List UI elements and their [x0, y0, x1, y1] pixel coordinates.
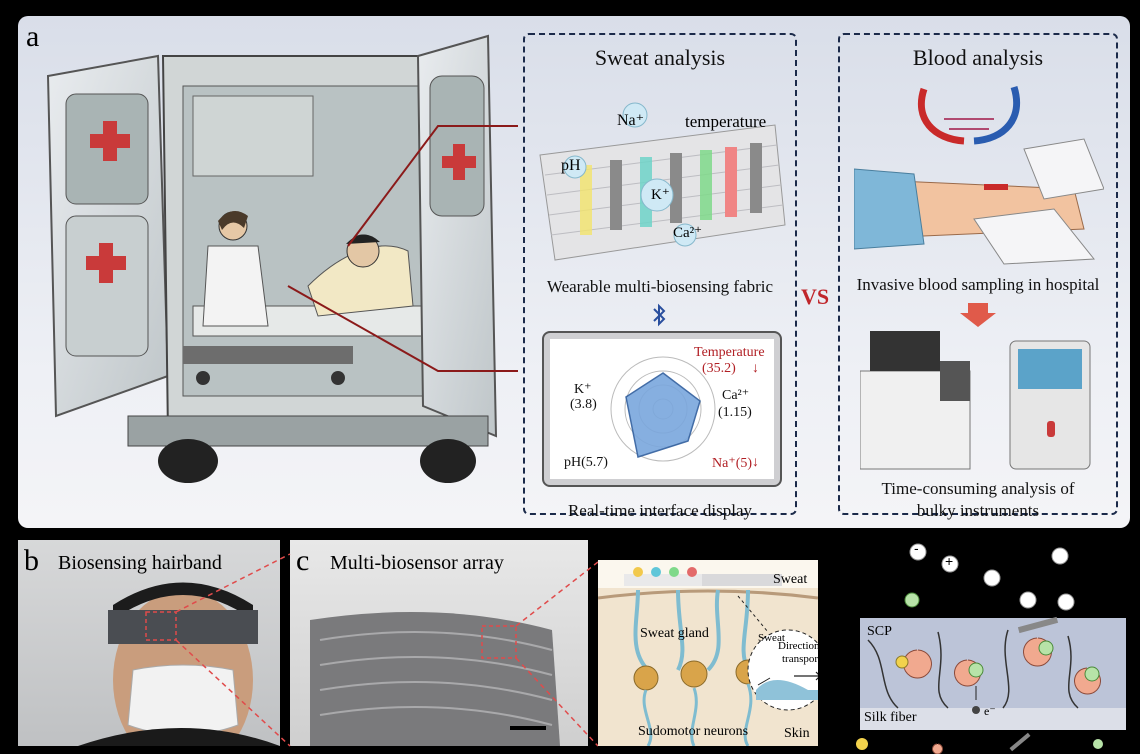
sweat-gland-label: Sweat gland — [640, 626, 709, 641]
down-arrow-icon — [960, 303, 996, 327]
multi-biosensing-fabric — [539, 102, 786, 261]
na-ion-label: Na⁺ — [617, 112, 645, 129]
panel-b-title: Biosensing hairband — [58, 552, 222, 574]
panel-e: - + SCP Silk fiber e⁻ — [828, 540, 1130, 754]
temperature-label: temperature — [685, 112, 767, 131]
tablet-screen: Temperature (35.2) ↓ K⁺ (3.8) Ca²⁺ (1.15… — [550, 339, 774, 479]
panel-label-b: b — [24, 544, 39, 577]
ca-readout-value: (1.15) — [718, 405, 752, 420]
knitted-fabric-photo — [310, 612, 560, 746]
red-cross-icon — [86, 121, 130, 283]
electron-label: e⁻ — [984, 704, 996, 718]
k-readout-value: (3.8) — [570, 397, 597, 412]
instrument-caption-line1: Time-consuming analysis of — [881, 479, 1075, 498]
sweat-inset-label: Sweat — [758, 632, 785, 644]
directional-label-line1: Directional — [778, 640, 818, 652]
ambulance-illustration — [46, 34, 518, 483]
ph-label: pH — [561, 157, 581, 174]
ion-symbols — [856, 543, 1126, 754]
panel-c: c Multi-biosensor array — [290, 540, 588, 746]
zoom-lines — [175, 553, 599, 747]
directional-label-line2: transport — [782, 653, 818, 665]
display-caption: Real-time interface display — [567, 501, 753, 520]
red-cross-icon — [442, 144, 476, 180]
blood-analysis-title: Blood analysis — [912, 45, 1044, 70]
k-ion-label: K⁺ — [651, 187, 670, 203]
fabric-caption: Wearable multi-biosensing fabric — [546, 277, 774, 296]
instrument-caption-line2: bulky instruments — [916, 501, 1040, 520]
skin-label: Skin — [784, 726, 810, 741]
sweat-analysis-box: Sweat analysis Na⁺ temperature pH K⁺ Ca²… — [523, 33, 797, 520]
temperature-down-arrow-icon: ↓ — [752, 361, 759, 376]
versus-label: VS — [801, 284, 830, 309]
panel-a: a Sweat analysis Na⁺ temperature pH K⁺ C… — [18, 16, 1130, 528]
sudomotor-label: Sudomotor neurons — [638, 724, 749, 739]
panel-b: b Biosensing hairband — [18, 540, 280, 746]
sweat-analysis-title: Sweat analysis — [594, 45, 726, 70]
panel-label-a: a — [26, 20, 40, 53]
k-readout-label: K⁺ — [574, 382, 592, 397]
bluetooth-icon — [653, 303, 666, 327]
temperature-readout-label: Temperature — [694, 345, 765, 360]
silk-fiber-label: Silk fiber — [864, 710, 917, 725]
ph-readout: pH(5.7) — [564, 455, 608, 470]
temperature-readout-value: (35.2) — [702, 361, 736, 376]
panel-c-title: Multi-biosensor array — [330, 552, 504, 574]
ca-readout-label: Ca²⁺ — [722, 388, 750, 403]
sweat-gland-diagram — [598, 560, 818, 746]
anion-icon: - — [914, 540, 919, 556]
hairband-photo — [78, 582, 280, 746]
scp-label: SCP — [867, 624, 892, 639]
ca-ion-label: Ca²⁺ — [673, 225, 703, 241]
sweat-layer-label: Sweat — [773, 572, 808, 587]
na-readout: Na⁺(5) — [712, 456, 753, 471]
analysis-instruments — [860, 331, 1091, 470]
blood-sampling-illustration — [854, 85, 1104, 265]
panel-d: Sweat Sweat gland Sweat Directional tran… — [598, 560, 818, 746]
na-down-arrow-icon: ↓ — [752, 455, 759, 470]
blood-analysis-box: Blood analysis Invasive blood sampling i… — [838, 33, 1118, 520]
panel-label-c: c — [296, 544, 310, 577]
cation-icon: + — [945, 553, 954, 569]
tablet-display: Temperature (35.2) ↓ K⁺ (3.8) Ca²⁺ (1.15… — [542, 331, 782, 487]
blood-sampling-caption: Invasive blood sampling in hospital — [856, 275, 1100, 294]
radar-chart — [610, 356, 716, 462]
